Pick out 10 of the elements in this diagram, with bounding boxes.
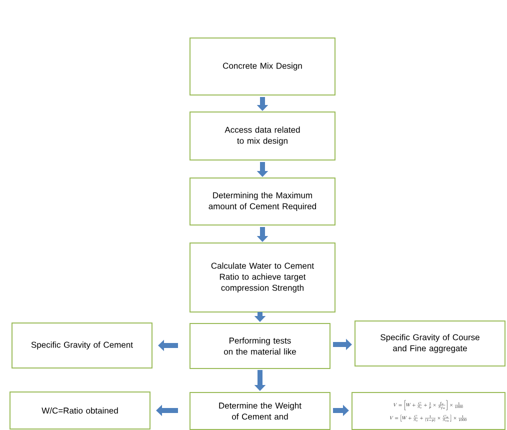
process-box: Specific Gravity of Cement bbox=[12, 322, 152, 368]
process-box: Determine the Weight of Cement and bbox=[190, 392, 330, 430]
formula-box: $V=\left[W+\frac{C}{S_c}+\frac{1}{p}\times\frac{f_a}{S_{fa}}\right]\times\frac{1}{1000}$ $V=\left[W+\frac{C}{S_c}+\frac{1}{(1-p)}\times\frac{C_a}{S_{ca}}\right]\times\frac{1}{1000}$ bbox=[352, 392, 506, 430]
process-box: Calculate Water to Cement Ratio to achieve target compression Strength bbox=[190, 242, 336, 312]
process-box: Concrete Mix Design bbox=[190, 38, 336, 96]
process-box: Specific Gravity of Course and Fine aggregate bbox=[354, 320, 506, 366]
process-box: W/C=Ratio obtained bbox=[10, 392, 150, 430]
process-box: Performing tests on the material like bbox=[190, 323, 330, 369]
process-box: Determining the Maximum amount of Cement Required bbox=[190, 178, 336, 226]
process-box: Access data related to mix design bbox=[190, 112, 336, 160]
